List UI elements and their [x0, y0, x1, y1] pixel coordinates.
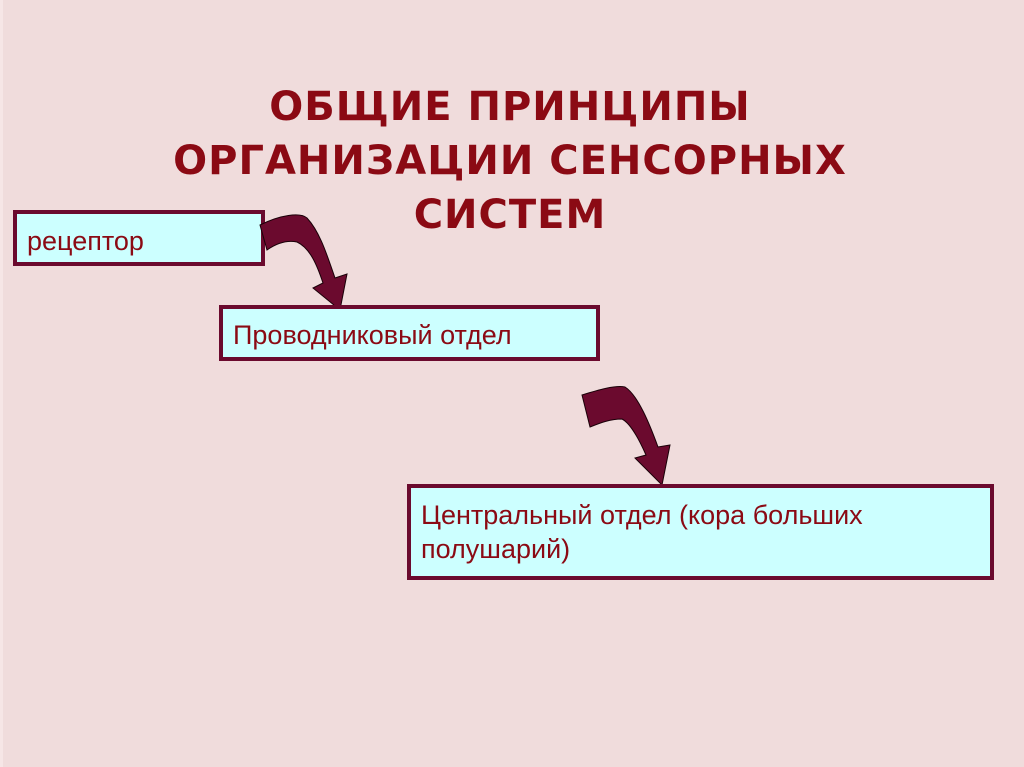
slide-title: ОБЩИЕ ПРИНЦИПЫ ОРГАНИЗАЦИИ СЕНСОРНЫХ СИС…: [160, 80, 860, 242]
curved-arrow-down-icon: [581, 386, 671, 487]
node-central: Центральный отдел (кора больших полушари…: [407, 484, 994, 580]
node-receptor: рецептор: [13, 210, 265, 266]
node-central-label: Центральный отдел (кора больших полушари…: [421, 500, 863, 564]
slide-left-edge: [0, 0, 3, 767]
title-line-2: ОРГАНИЗАЦИИ СЕНСОРНЫХ: [173, 138, 847, 184]
title-line-3: СИСТЕМ: [413, 192, 607, 238]
node-receptor-label: рецептор: [27, 226, 144, 256]
curved-arrow-down-icon: [259, 214, 348, 311]
node-conductive-label: Проводниковый отдел: [233, 320, 512, 350]
node-conductive: Проводниковый отдел: [219, 305, 600, 361]
title-line-1: ОБЩИЕ ПРИНЦИПЫ: [269, 84, 751, 130]
